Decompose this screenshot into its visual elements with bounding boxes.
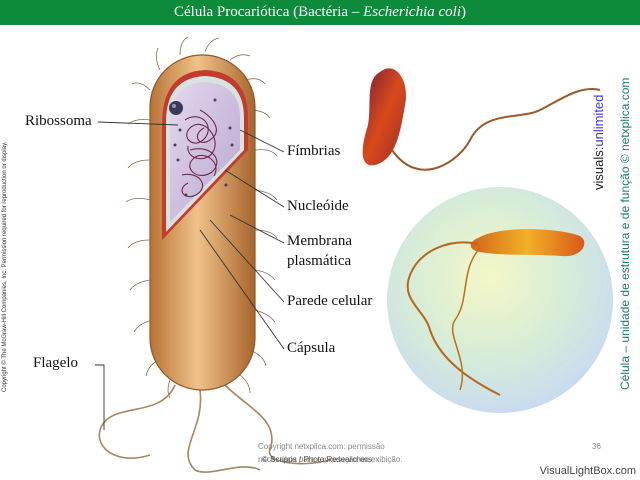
label-flagellum: Flagelo: [33, 355, 78, 372]
label-ribosome: Ribossoma: [25, 113, 92, 130]
storage-granule: [169, 101, 183, 115]
photo-credit: © Scripps / Photo Researchers: [262, 455, 372, 464]
visuals-prefix: visuals:: [591, 147, 606, 190]
page-number: 36: [592, 442, 601, 451]
label-membrane-line1: Membrana: [287, 233, 352, 250]
label-fimbriae: Fímbrias: [287, 143, 340, 160]
netxplica-credit: Célula – unidade de estrutura e de funçã…: [618, 78, 632, 390]
faint-watermark-line1: Copyright netxplica.com: permissão: [258, 442, 385, 451]
label-membrane-line2: plasmática: [287, 253, 351, 270]
footer-brand: VisualLightBox.com: [540, 465, 636, 477]
visuals-credit: visuals:unlimited: [591, 95, 606, 190]
copyright-vertical: Copyright © The McGraw-Hill Companies, I…: [2, 142, 8, 392]
label-capsule: Cápsula: [287, 340, 335, 357]
micrograph-circle: [387, 187, 613, 413]
ecoli-micrograph-top: [363, 68, 600, 169]
label-nucleoid: Nucleóide: [287, 198, 349, 215]
visuals-brand: unlimited: [591, 95, 606, 147]
label-cell-wall: Parede celular: [287, 293, 372, 310]
